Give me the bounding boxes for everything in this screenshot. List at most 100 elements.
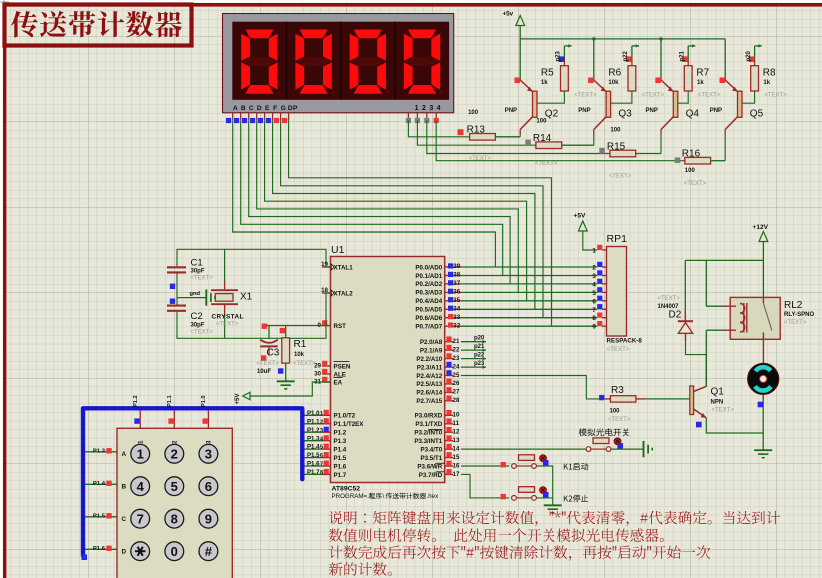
svg-text:P1.3: P1.3 — [307, 435, 320, 442]
svg-text:8: 8 — [320, 470, 323, 476]
svg-text:5: 5 — [592, 290, 596, 297]
svg-text:P2.3/A11: P2.3/A11 — [417, 364, 443, 371]
svg-text:PNP: PNP — [578, 108, 590, 114]
svg-text:RLY-SPNO: RLY-SPNO — [784, 312, 814, 318]
svg-text:35: 35 — [453, 297, 460, 304]
svg-text:XTAL1: XTAL1 — [334, 265, 354, 272]
svg-text:R5: R5 — [541, 68, 554, 79]
svg-text:100: 100 — [610, 408, 621, 414]
svg-text:P2.1/A9: P2.1/A9 — [420, 347, 443, 354]
svg-text:G: G — [281, 105, 286, 112]
svg-text:4: 4 — [320, 436, 324, 442]
svg-text:8: 8 — [171, 511, 178, 526]
svg-text:P1.4: P1.4 — [93, 481, 106, 487]
svg-text:1: 1 — [137, 446, 144, 461]
svg-text:29: 29 — [314, 363, 321, 370]
svg-text:Q5: Q5 — [750, 109, 764, 120]
svg-text:6: 6 — [592, 298, 596, 305]
svg-text:10: 10 — [453, 412, 460, 419]
svg-text:<TEXT>: <TEXT> — [684, 181, 707, 187]
svg-text:PNP: PNP — [710, 108, 722, 114]
svg-text:14: 14 — [453, 445, 460, 452]
svg-text:R15: R15 — [607, 141, 626, 152]
svg-text:P2.2/A10: P2.2/A10 — [416, 356, 442, 363]
svg-text:5: 5 — [320, 445, 323, 451]
svg-text:24: 24 — [453, 363, 460, 370]
svg-text:#: # — [205, 544, 213, 559]
svg-text:P3.4/T0: P3.4/T0 — [421, 446, 443, 453]
svg-text:P0.2/AD2: P0.2/AD2 — [415, 281, 442, 288]
svg-text:R14: R14 — [533, 133, 552, 144]
svg-text:PNP: PNP — [505, 108, 517, 114]
svg-text:P3.6/WR: P3.6/WR — [417, 463, 442, 470]
svg-text:<TEXT>: <TEXT> — [574, 93, 597, 99]
svg-text:P1.0: P1.0 — [307, 410, 320, 417]
svg-text:2: 2 — [320, 419, 323, 425]
svg-text:P1.5: P1.5 — [93, 513, 106, 519]
svg-text:<TEXT>: <TEXT> — [191, 276, 214, 282]
svg-text:P2.0/A8: P2.0/A8 — [420, 339, 443, 346]
svg-text:P1.0/T2: P1.0/T2 — [334, 413, 356, 420]
svg-text:AT89C52: AT89C52 — [332, 486, 361, 493]
svg-text:18: 18 — [321, 287, 328, 294]
svg-text:P0.0/AD0: P0.0/AD0 — [415, 264, 442, 271]
svg-text:P1.3: P1.3 — [334, 438, 347, 445]
svg-text:U1: U1 — [331, 244, 345, 256]
svg-text:p21: p21 — [474, 344, 485, 350]
svg-text:34: 34 — [453, 306, 460, 313]
svg-text:P1.6: P1.6 — [334, 463, 347, 470]
svg-text:p23: p23 — [474, 361, 485, 367]
svg-text:36: 36 — [453, 289, 460, 296]
svg-text:3: 3 — [320, 428, 323, 434]
svg-text:R16: R16 — [682, 149, 701, 160]
svg-text:2: 2 — [592, 265, 596, 272]
svg-text:<TEXT>: <TEXT> — [764, 93, 787, 99]
svg-text:1: 1 — [415, 105, 419, 112]
svg-text:100: 100 — [468, 110, 479, 116]
svg-text:P1.1: P1.1 — [167, 395, 173, 407]
svg-text:3: 3 — [592, 273, 596, 280]
svg-text:P1.7: P1.7 — [334, 472, 347, 479]
svg-text:100: 100 — [685, 168, 696, 174]
svg-text:D: D — [122, 549, 127, 556]
svg-text:Q3: Q3 — [618, 109, 632, 120]
svg-text:Q2: Q2 — [545, 109, 559, 120]
svg-text:2: 2 — [172, 440, 179, 444]
svg-text:4: 4 — [137, 479, 145, 494]
svg-text:P1.2: P1.2 — [307, 427, 320, 434]
svg-text:PROGRAM=..\: PROGRAM=..\ — [332, 493, 373, 500]
svg-text:9: 9 — [592, 324, 596, 331]
svg-text:1: 1 — [592, 248, 596, 255]
svg-text:11: 11 — [453, 420, 460, 427]
svg-text:Q4: Q4 — [686, 109, 700, 120]
svg-text:6: 6 — [320, 453, 323, 459]
svg-text:P1.4: P1.4 — [334, 447, 347, 454]
svg-text:ALE: ALE — [334, 372, 346, 379]
svg-text:P1.5: P1.5 — [334, 455, 347, 462]
svg-text:<TEXT>: <TEXT> — [609, 173, 632, 179]
svg-text:8: 8 — [592, 315, 596, 322]
svg-text:4: 4 — [437, 105, 441, 112]
svg-text:19: 19 — [321, 261, 328, 268]
svg-text:P2.5/A13: P2.5/A13 — [416, 381, 442, 388]
svg-text:p21: p21 — [679, 50, 685, 61]
svg-text:P3.1/TXD: P3.1/TXD — [415, 421, 442, 428]
svg-text:D2: D2 — [669, 310, 682, 321]
svg-text:15: 15 — [453, 454, 460, 461]
svg-text:<TEXT>: <TEXT> — [191, 330, 214, 336]
svg-text:<TEXT>: <TEXT> — [712, 408, 735, 414]
svg-text:17: 17 — [453, 471, 460, 478]
svg-text:1k: 1k — [763, 80, 770, 86]
svg-text:RL2: RL2 — [784, 300, 803, 311]
svg-text:+12V: +12V — [753, 224, 769, 231]
svg-text:9: 9 — [205, 511, 212, 526]
svg-text:39: 39 — [453, 263, 460, 270]
svg-text:RESPACK-8: RESPACK-8 — [607, 338, 643, 345]
svg-text:10k: 10k — [608, 80, 619, 86]
svg-text:P3.5/T1: P3.5/T1 — [421, 455, 443, 462]
svg-text:38: 38 — [453, 272, 460, 279]
svg-text:R8: R8 — [763, 68, 776, 79]
svg-text:P1.3: P1.3 — [93, 448, 106, 454]
svg-text:P3.0/RXD: P3.0/RXD — [415, 413, 443, 420]
svg-text:<TEXT>: <TEXT> — [608, 417, 631, 423]
